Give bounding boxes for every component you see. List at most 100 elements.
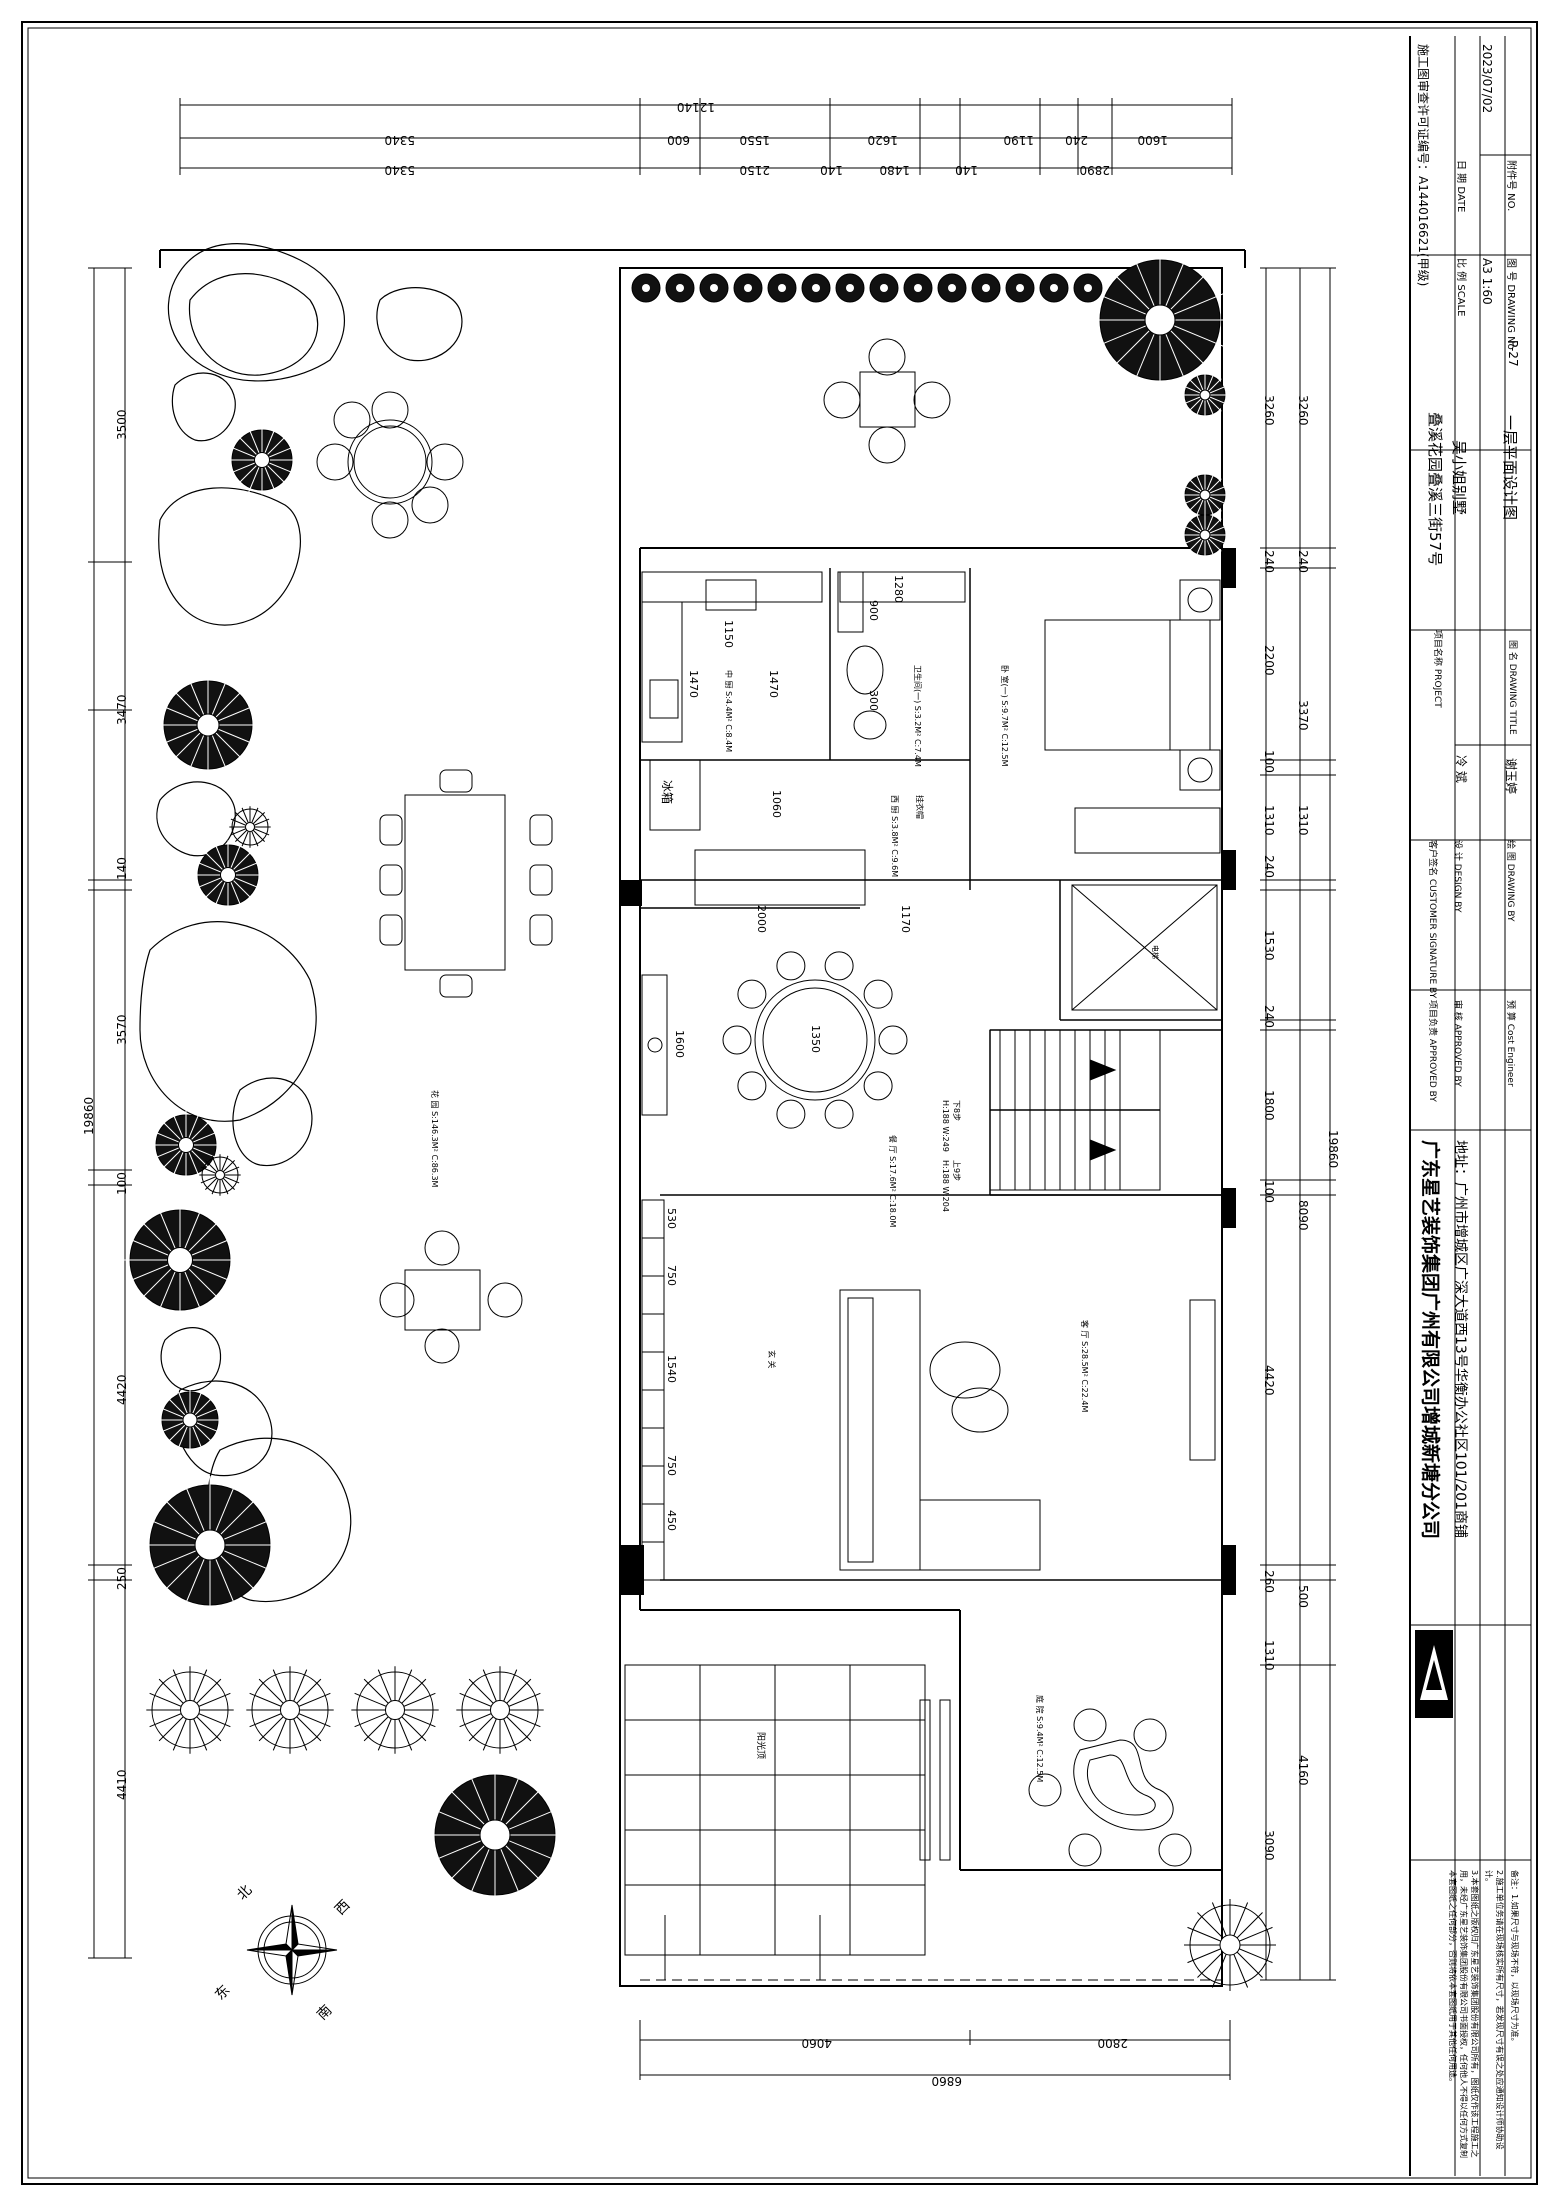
dim-top-inner-4: 1480 (879, 163, 910, 177)
dim-right-total: 19860 (1326, 1130, 1340, 1169)
dim-right-outer-5: 1310 (1262, 805, 1276, 836)
room-dining-perim: C:18.0M (888, 1194, 897, 1228)
front-path (640, 1915, 1222, 1981)
room-garden-perim: C:86.3M (430, 1154, 439, 1188)
dim-top-inner-5: 140 (955, 163, 978, 177)
customer-label: 客户签名 CUSTOMER SIGNATURE BY (1427, 840, 1437, 999)
dim-int-750b: 750 (665, 1455, 678, 1476)
room-bedroom-perim: C:12.5M (1000, 733, 1009, 767)
dining-chair (824, 951, 854, 981)
dim-right-outer-3: 2200 (1262, 645, 1276, 676)
dim-top-outer-4: 1620 (867, 133, 898, 147)
tree-icon (227, 425, 297, 495)
garden-chair (424, 1230, 460, 1266)
room-bedroom-area: S:9.7M² (1000, 700, 1009, 731)
dim-int-1540: 1540 (665, 1355, 678, 1383)
tree-icon (426, 1766, 564, 1904)
garden-chair (426, 443, 464, 481)
rock-outline (171, 372, 236, 442)
hedge-shrub-center (948, 284, 956, 292)
rock-outline (156, 781, 236, 857)
tree-icon (456, 1666, 544, 1754)
dim-left-2: 3470 (115, 694, 129, 725)
garden-chair (379, 914, 403, 946)
tree-icon (151, 1110, 221, 1180)
dim-left-4: 3570 (115, 1014, 129, 1045)
dim-int-1150: 1150 (722, 620, 735, 648)
hedge-shrub-center (880, 284, 888, 292)
garden-chair (529, 814, 553, 846)
room-kitchen-area: S:4.4M² (724, 691, 733, 722)
hedge-shrub-center (1016, 284, 1024, 292)
garden-chair (316, 443, 354, 481)
dim-right-outer-11: 4420 (1262, 1365, 1276, 1396)
top-dimension-ticks (179, 98, 1233, 175)
hedge-shrub-center (812, 284, 820, 292)
tree-icon (122, 1202, 238, 1318)
tree-icon (193, 840, 263, 910)
garden-chairs (316, 338, 1192, 1867)
courtyard-chair (1068, 1833, 1102, 1867)
company-logo (1415, 1630, 1453, 1718)
garden-chair (439, 769, 473, 793)
garden-round-table (347, 419, 433, 505)
room-bathroom-area: S:3.2M² (913, 705, 922, 737)
garden-trees (122, 251, 1276, 1991)
hedge-shrub-center (982, 284, 990, 292)
dining-chair (878, 1025, 908, 1055)
dim-int-2000: 2000 (755, 905, 768, 933)
cabinet-unit (641, 1275, 665, 1315)
sunroof-label: 阳光顶 (755, 1732, 765, 1760)
approved-label: 项目负责 APPROVED BY (1427, 1000, 1437, 1102)
rock-outline (232, 1077, 313, 1167)
garden-chair (371, 501, 409, 539)
tree-trunk (220, 867, 236, 883)
dim-right-outer-1: 3260 (1262, 395, 1276, 426)
tree-trunk (385, 1700, 405, 1720)
room-dining-name: 餐 厅 (888, 1135, 897, 1154)
garden-chair (439, 974, 473, 998)
cabinet-unit (641, 1351, 665, 1391)
dim-int-450: 450 (665, 1510, 678, 1531)
room-western-kitchen-perim: C:9.6M (890, 849, 899, 878)
dining-chair (863, 979, 893, 1009)
tree-trunk (180, 1700, 200, 1720)
courtyard-pond (1073, 1739, 1174, 1831)
room-living-area: S:28.5M² (1080, 1341, 1089, 1377)
dim-int-1600: 1600 (673, 1030, 686, 1058)
tree-trunk (182, 1412, 198, 1428)
tree-icon (246, 1666, 334, 1754)
dim-top-outer-6: 240 (1065, 133, 1088, 147)
dim-int-1350: 1350 (809, 1025, 822, 1053)
note-3: 3.本套图纸之版权归广东星艺装饰集团股份有限公司所有，图纸仅作该工程施工之用，未… (1448, 1870, 1479, 2158)
dim-right-outer-7: 1530 (1262, 930, 1276, 961)
dim-top-outer-2: 600 (667, 133, 690, 147)
tree-icon (1182, 512, 1228, 558)
hedge-shrub-center (846, 284, 854, 292)
tree-icon (1091, 251, 1229, 389)
room-kitchen: 中 厨 S:4.4M² C:8.4M (723, 670, 733, 752)
room-kitchen-perim: C:8.4M (724, 724, 733, 753)
room-living-name: 客 厅 (1080, 1320, 1089, 1339)
drawer-name: 谢玉婷 (1504, 758, 1518, 795)
dim-right-outer-9: 1800 (1262, 1090, 1276, 1121)
exterior-walls (159, 249, 1246, 1987)
title-block (1409, 36, 1531, 2176)
seq-label: 附件号 NO. (1505, 160, 1516, 212)
terrace-chair (868, 338, 906, 376)
dim-right-outer-10: 100 (1262, 1180, 1276, 1203)
dining-chair (776, 951, 806, 981)
right-dimension-lines (1265, 268, 1331, 1980)
garden-chair (379, 814, 403, 846)
dim-int-1170: 1170 (899, 905, 912, 933)
room-garden-area: S:146.3M² (430, 1111, 439, 1152)
compass-icon (246, 1904, 338, 1996)
drawing-no-label: 图 号 DRAWING No (1505, 258, 1516, 350)
dim-right-inner-5: 8090 (1296, 1200, 1310, 1231)
note-2: 2.施工单位务请在现场核实所有尺寸，若发现尺寸有误之处应通知设计师协助设计。 (1484, 1870, 1504, 2150)
tree-icon (141, 1476, 279, 1614)
drawing-title: 一层平面设计图 (1501, 415, 1519, 521)
room-western-kitchen: 西 厨 S:3.8M² C:9.6M (889, 795, 900, 877)
dining-chair (737, 979, 767, 1009)
tree-icon (146, 1666, 234, 1754)
